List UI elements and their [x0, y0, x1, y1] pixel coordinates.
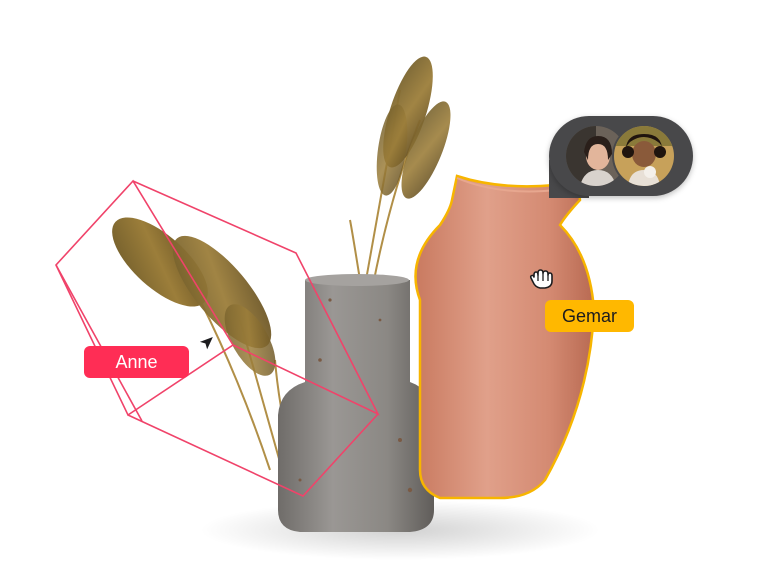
pampas-grass[interactable] — [98, 51, 460, 491]
collaborator-label-anne: Anne — [84, 346, 189, 378]
anne-selection-box — [55, 179, 380, 497]
gray-vase[interactable] — [278, 274, 434, 532]
collaborator-label-gemar: Gemar — [545, 300, 634, 332]
grab-hand-icon — [529, 269, 553, 289]
terracotta-vase[interactable] — [414, 174, 596, 500]
participant-avatar-2[interactable] — [614, 126, 674, 186]
arrow-cursor-icon — [197, 335, 215, 352]
